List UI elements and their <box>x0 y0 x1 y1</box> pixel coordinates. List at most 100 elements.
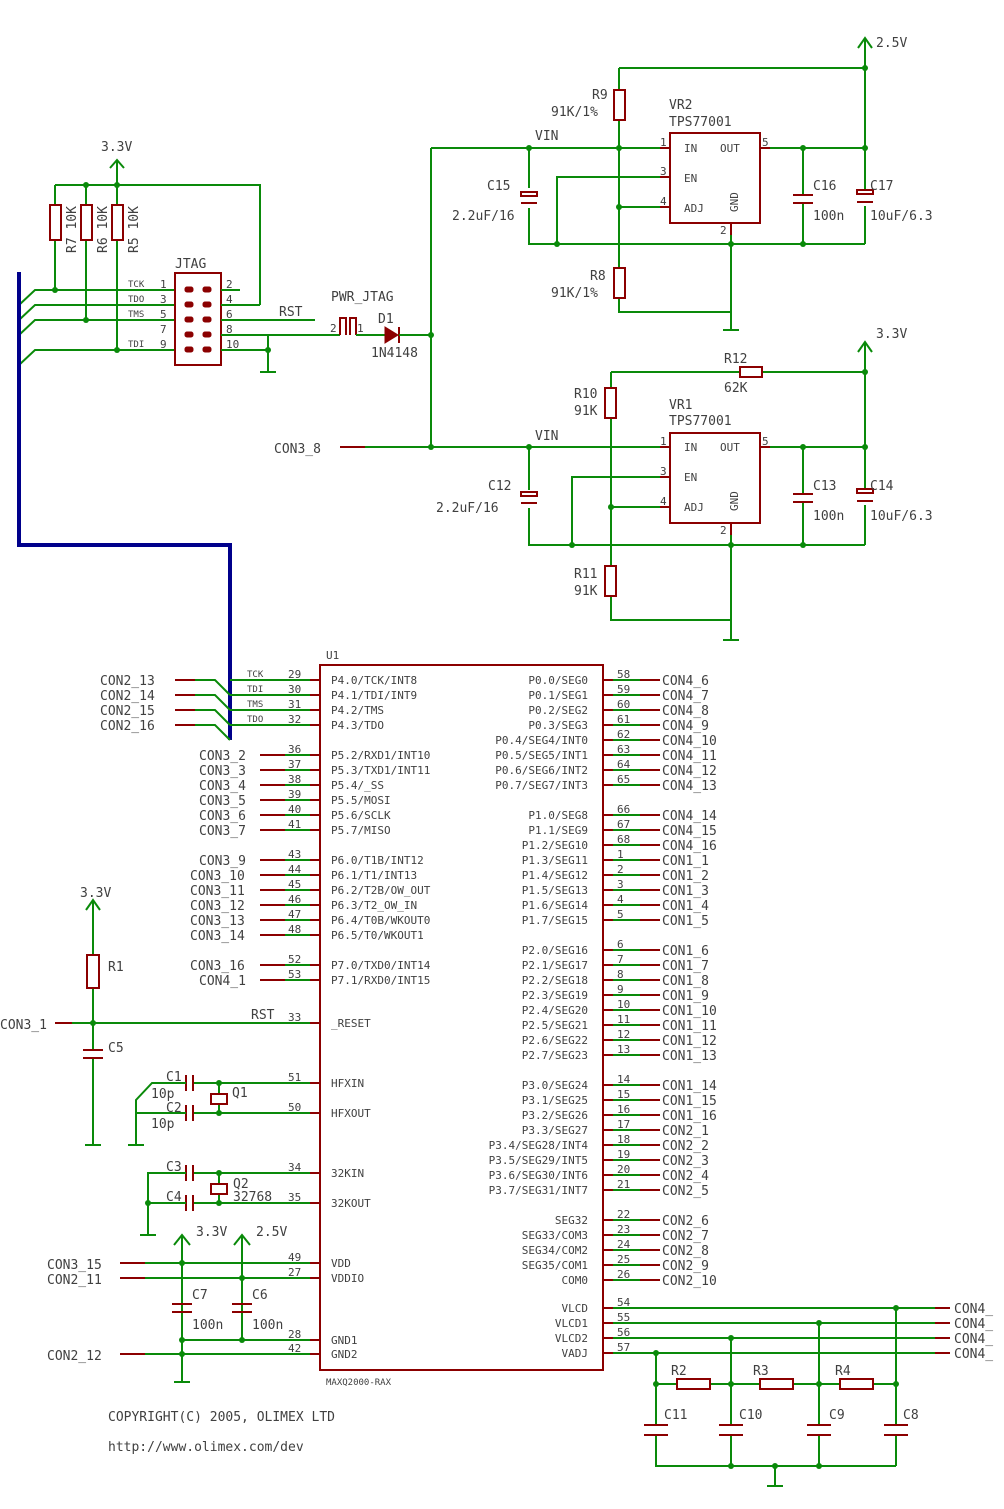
u1-left-pin-name: P7.1/RXD0/INT15 <box>331 974 430 987</box>
svg-text:C2: C2 <box>166 1101 182 1116</box>
u1-right-pin-name: P0.1/SEG1 <box>528 689 588 702</box>
u1-right-pin-number: 68 <box>617 833 630 846</box>
u1-left-pin-number: 50 <box>288 1101 301 1114</box>
svg-text:5: 5 <box>762 435 769 448</box>
u1-right-net-label: CON1_11 <box>662 1019 717 1034</box>
u1-left-net-label: CON3_11 <box>190 884 245 899</box>
u1-right-pin-number: 67 <box>617 818 630 831</box>
u1-left-pin-name: 32KIN <box>331 1167 364 1180</box>
u1-left-pin-number: 38 <box>288 773 301 786</box>
u1-right-pin-name: VADJ <box>562 1347 589 1360</box>
svg-text:IN: IN <box>684 142 697 155</box>
u1-left-net-label: CON3_16 <box>190 959 245 974</box>
u1-right-net-label: CON4_15 <box>662 824 717 839</box>
pwr-jtag-label: PWR_JTAG <box>331 290 394 305</box>
u1-left-pin-name: P6.2/T2B/OW_OUT <box>331 884 431 897</box>
svg-text:91K: 91K <box>574 584 598 599</box>
jtag-connector <box>174 272 222 366</box>
svg-text:MAXQ2000-RAX: MAXQ2000-RAX <box>326 1378 392 1388</box>
svg-text:9: 9 <box>160 338 167 351</box>
u1-right-pin-name: P0.2/SEG2 <box>528 704 588 717</box>
u1-left-pin-number: 35 <box>288 1191 301 1204</box>
u1-right-net-label: CON2_10 <box>662 1274 717 1289</box>
u1-right-pin-number: 17 <box>617 1118 630 1131</box>
svg-text:EN: EN <box>684 471 697 484</box>
svg-text:3: 3 <box>660 465 667 478</box>
u1-right-pin-name: P3.1/SEG25 <box>522 1094 588 1107</box>
u1-right-net-label: CON4_ <box>954 1302 993 1317</box>
u1-right-net-label: CON4_8 <box>662 704 709 719</box>
svg-text:C16: C16 <box>813 179 836 194</box>
jtag-label: JTAG <box>175 257 206 272</box>
u1-left-pin-name: GND1 <box>331 1334 358 1347</box>
u1-right-pin-name: P2.4/SEG20 <box>522 1004 588 1017</box>
u1-right-net-label: CON1_5 <box>662 914 709 929</box>
svg-text:91K: 91K <box>574 404 598 419</box>
u1-right-net-label: CON2_6 <box>662 1214 709 1229</box>
u1-right-net-label: CON2_4 <box>662 1169 709 1184</box>
u1-right-pin-number: 24 <box>617 1238 631 1251</box>
u1-left-pin-name: GND2 <box>331 1348 358 1361</box>
svg-text:C4: C4 <box>166 1190 182 1205</box>
svg-text:C14: C14 <box>870 479 894 494</box>
svg-text:1: 1 <box>660 136 667 149</box>
u1-left-pin-number: 28 <box>288 1328 301 1341</box>
u1-right-pin-name: P3.7/SEG31/INT7 <box>489 1184 588 1197</box>
svg-text:7: 7 <box>160 323 167 336</box>
u1-right-pin-number: 64 <box>617 758 631 771</box>
u1-right-pin-number: 65 <box>617 773 630 786</box>
u1-left-pin-name: P5.3/TXD1/INT11 <box>331 764 430 777</box>
u1-right-pin-name: P0.3/SEG3 <box>528 719 588 732</box>
svg-text:R6 10K: R6 10K <box>96 206 111 253</box>
u1-right-pin-name: P2.2/SEG18 <box>522 974 588 987</box>
u1-right-pin-number: 23 <box>617 1223 630 1236</box>
u1-right-pin-name: SEG35/COM1 <box>522 1259 588 1272</box>
svg-text:TDO: TDO <box>128 295 144 305</box>
u1-left-net-label: CON3_9 <box>199 854 246 869</box>
u1-right-pin-name: VLCD1 <box>555 1317 588 1330</box>
u1-right-pin-name: SEG32 <box>555 1214 588 1227</box>
u1-left-signal: TDI <box>247 685 263 695</box>
svg-text:C17: C17 <box>870 179 893 194</box>
u1-right-net-label: CON4_10 <box>662 734 717 749</box>
svg-text:GND: GND <box>728 491 741 511</box>
u1-right-pin-number: 16 <box>617 1103 630 1116</box>
svg-text:C5: C5 <box>108 1041 124 1056</box>
r8-resistor <box>613 267 626 299</box>
svg-text:5: 5 <box>160 308 167 321</box>
u1-left-pin-number: 46 <box>288 893 301 906</box>
svg-text:2.5V: 2.5V <box>256 1225 287 1240</box>
svg-text:R2: R2 <box>671 1364 687 1379</box>
svg-text:C6: C6 <box>252 1288 268 1303</box>
u1-right-pin-name: COM0 <box>562 1274 589 1287</box>
u1-right-net-label: CON4_12 <box>662 764 717 779</box>
u1-left-pin-name: HFXIN <box>331 1077 364 1090</box>
svg-text:3: 3 <box>160 293 167 306</box>
u1-left-pin-name: P5.5/MOSI <box>331 794 391 807</box>
svg-text:91K/1%: 91K/1% <box>551 286 598 301</box>
r10-resistor <box>604 387 617 419</box>
u1-left-pin-number: 53 <box>288 968 301 981</box>
svg-text:2.2uF/16: 2.2uF/16 <box>436 501 499 516</box>
svg-text:TPS77001: TPS77001 <box>669 414 732 429</box>
d1-diode <box>384 326 399 344</box>
svg-text:CON3_15: CON3_15 <box>47 1258 102 1273</box>
u1-right-pin-name: P3.2/SEG26 <box>522 1109 588 1122</box>
k32-crystal: C3 C4 Q2 32768 <box>140 1160 310 1236</box>
u1-left-pin-name: P6.5/T0/WKOUT1 <box>331 929 424 942</box>
u1-right-pin-name: P1.3/SEG11 <box>522 854 588 867</box>
rail-3v3-vr1-label: 3.3V <box>876 327 907 342</box>
con3-8-label: CON3_8 <box>274 442 321 457</box>
url-text: http://www.olimex.com/dev <box>108 1440 304 1455</box>
u1-left-signal: TDO <box>247 715 263 725</box>
svg-text:C10: C10 <box>739 1408 762 1423</box>
u1-right-net-label: CON2_7 <box>662 1229 709 1244</box>
svg-text:CON2_11: CON2_11 <box>47 1273 102 1288</box>
u1-right-pin-number: 15 <box>617 1088 630 1101</box>
u1-right-pin-name: P2.7/SEG23 <box>522 1049 588 1062</box>
svg-text:C15: C15 <box>487 179 510 194</box>
svg-text:2: 2 <box>720 524 727 537</box>
u1-right-pin-name: P2.3/SEG19 <box>522 989 588 1002</box>
rst-label: RST <box>279 305 303 320</box>
